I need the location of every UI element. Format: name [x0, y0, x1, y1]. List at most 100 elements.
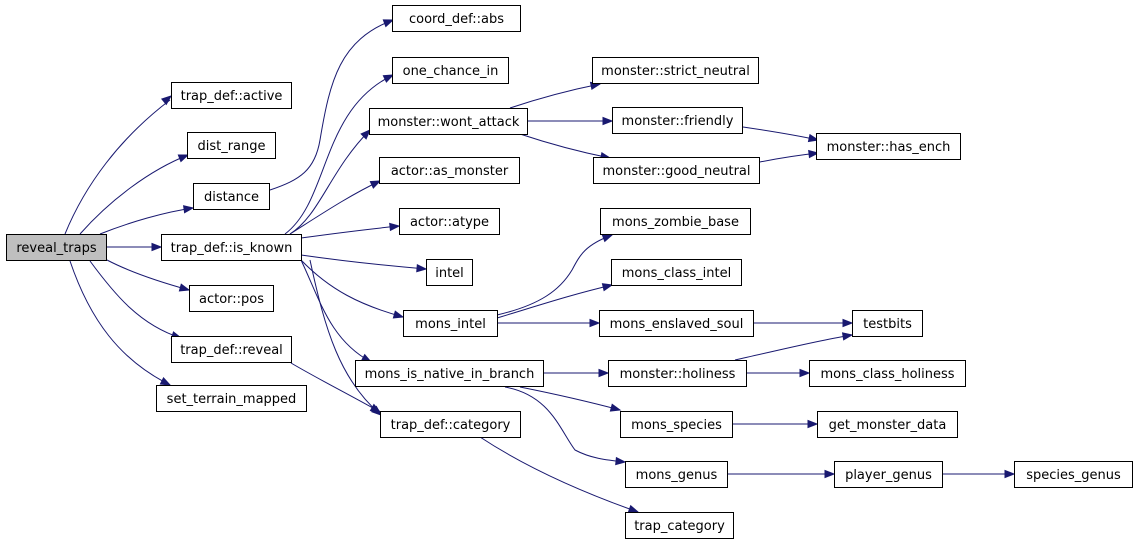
node-label: monster::has_ench: [827, 140, 951, 155]
node-actor-atype[interactable]: actor::atype: [399, 208, 500, 235]
edge-line: [64, 99, 171, 235]
node-label: get_monster_data: [829, 418, 947, 433]
node-mons-species[interactable]: mons_species: [620, 411, 733, 438]
edge-is-known-to-atype: [300, 222, 401, 239]
node-mons-enslaved-soul[interactable]: mons_enslaved_soul: [599, 310, 754, 337]
arrowhead-icon: [151, 242, 163, 252]
edge-reveal-traps-to-actor-pos: [106, 259, 191, 292]
node-trap-def-reveal[interactable]: trap_def::reveal: [171, 336, 292, 363]
node-label: mons_class_intel: [622, 266, 731, 281]
node-trap-def-active[interactable]: trap_def::active: [171, 82, 292, 109]
node-mons-class-holiness[interactable]: mons_class_holiness: [809, 360, 966, 387]
edge-line: [479, 436, 639, 513]
node-mons-genus[interactable]: mons_genus: [625, 461, 728, 488]
node-get-monster-data[interactable]: get_monster_data: [817, 411, 958, 438]
edge-reveal-traps-to-trap-def-is-known: [107, 242, 163, 252]
node-mons-zombie-base[interactable]: mons_zombie_base: [600, 208, 751, 235]
arrowhead-icon: [392, 310, 405, 319]
node-trap-def-is-known[interactable]: trap_def::is_known: [161, 234, 302, 261]
arrowhead-icon: [382, 19, 395, 28]
node-label: actor::pos: [199, 292, 264, 307]
node-label: trap_category: [634, 519, 725, 534]
node-trap-def-category[interactable]: trap_def::category: [380, 411, 521, 438]
arrowhead-icon: [369, 403, 382, 413]
edge-line: [284, 74, 394, 235]
node-mons-intel[interactable]: mons_intel: [403, 310, 498, 337]
node-testbits[interactable]: testbits: [852, 310, 923, 337]
edge-wont-attack-to-good-neutral: [519, 133, 612, 161]
node-label: one_chance_in: [403, 64, 499, 79]
edge-line: [290, 362, 381, 413]
edge-native-to-holiness: [543, 368, 610, 378]
node-label: coord_def::abs: [409, 12, 504, 27]
node-monster-friendly[interactable]: monster::friendly: [612, 107, 743, 134]
edge-line: [519, 133, 611, 159]
call-edges: [64, 19, 1016, 513]
edge-line: [496, 234, 613, 316]
arrowhead-icon: [601, 234, 614, 243]
node-actor-as-monster[interactable]: actor::as_monster: [379, 157, 520, 184]
node-monster-strict-neutral[interactable]: monster::strict_neutral: [592, 57, 759, 84]
edge-good-neutral-to-has-ench: [759, 149, 820, 163]
node-coord-def-abs[interactable]: coord_def::abs: [392, 5, 521, 32]
edge-mons-intel-to-class-intel: [496, 283, 614, 319]
edge-friendly-to-has-ench: [742, 126, 820, 143]
edge-trap-def-category-to-trap-category: [479, 436, 640, 513]
node-player-genus[interactable]: player_genus: [834, 461, 943, 488]
node-actor-pos[interactable]: actor::pos: [189, 285, 274, 312]
arrowhead-icon: [416, 263, 428, 273]
node-label: monster::holiness: [620, 367, 736, 382]
edge-line: [69, 260, 171, 386]
edge-is-known-to-native-in-branch: [300, 259, 373, 363]
edge-wont-attack-to-friendly: [527, 116, 614, 126]
edge-line: [89, 260, 182, 339]
edge-reveal-traps-to-set-terrain-mapped: [69, 260, 172, 386]
node-species-genus[interactable]: species_genus: [1014, 461, 1133, 488]
node-label: reveal_traps: [16, 241, 96, 256]
node-monster-holiness[interactable]: monster::holiness: [608, 360, 747, 387]
node-label: distance: [204, 190, 259, 205]
edge-line: [519, 386, 621, 411]
node-set-terrain-mapped[interactable]: set_terrain_mapped: [156, 385, 307, 412]
arrowhead-icon: [615, 456, 627, 466]
edge-holiness-to-testbits: [734, 332, 854, 361]
edge-line: [504, 386, 626, 463]
node-mons-is-native-in-branch[interactable]: mons_is_native_in_branch: [355, 360, 544, 387]
edge-line: [300, 225, 400, 239]
arrowhead-icon: [841, 332, 854, 341]
edge-line: [300, 254, 427, 270]
arrowhead-icon: [824, 469, 836, 479]
arrowhead-icon: [601, 283, 614, 292]
node-mons-class-intel[interactable]: mons_class_intel: [611, 259, 742, 286]
node-dist-range[interactable]: dist_range: [187, 132, 276, 159]
node-label: testbits: [863, 317, 912, 332]
edge-species-to-get-monster-data: [732, 419, 819, 429]
node-one-chance-in[interactable]: one_chance_in: [392, 57, 509, 84]
arrowhead-icon: [1004, 469, 1016, 479]
node-label: player_genus: [845, 468, 932, 483]
node-distance[interactable]: distance: [193, 183, 270, 210]
node-trap-category[interactable]: trap_category: [625, 512, 734, 539]
node-monster-good-neutral[interactable]: monster::good_neutral: [593, 157, 760, 184]
edge-is-known-to-trap-def-category: [309, 259, 383, 416]
node-label: mons_is_native_in_branch: [365, 367, 535, 382]
node-label: mons_species: [631, 418, 722, 433]
edge-reveal-traps-to-distance: [99, 205, 195, 235]
edge-is-known-to-mons-intel: [300, 259, 405, 319]
node-label: trap_def::active: [181, 89, 283, 104]
arrowhead-icon: [799, 368, 811, 378]
node-monster-has-ench[interactable]: monster::has_ench: [816, 133, 961, 160]
node-label: mons_genus: [636, 468, 718, 483]
edge-is-known-to-wont-attack: [289, 129, 371, 235]
arrowhead-icon: [177, 154, 190, 163]
edge-distance-to-coord-def-abs: [269, 19, 395, 191]
edge-line: [106, 259, 190, 291]
node-label: monster::wont_attack: [378, 115, 520, 130]
arrowhead-icon: [807, 133, 820, 143]
node-monster-wont-attack[interactable]: monster::wont_attack: [369, 108, 528, 135]
node-label: monster::strict_neutral: [601, 64, 750, 79]
edge-reveal-traps-to-trap-def-active: [64, 95, 173, 235]
node-intel[interactable]: intel: [426, 259, 473, 286]
node-reveal-traps[interactable]: reveal_traps: [6, 234, 107, 261]
edge-mons-intel-to-enslaved-soul: [497, 318, 601, 328]
